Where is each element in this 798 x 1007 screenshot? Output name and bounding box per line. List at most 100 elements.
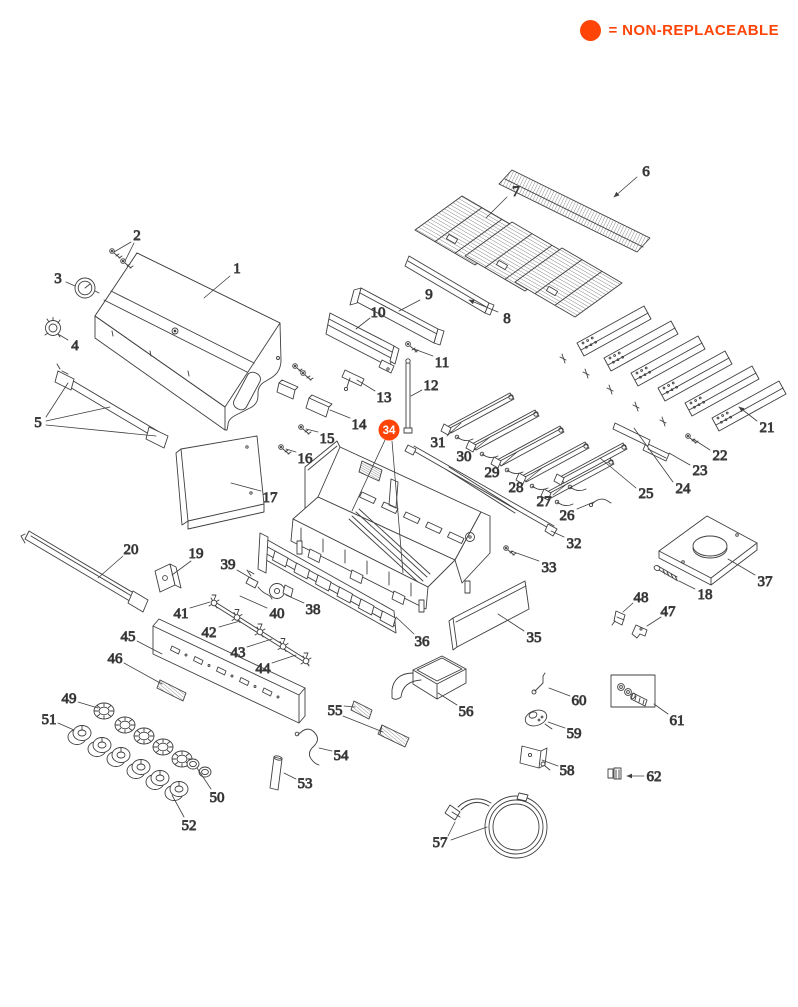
part-label-44: 44 (256, 661, 272, 677)
part-label-19: 19 (189, 546, 204, 562)
part-label-48: 48 (634, 590, 649, 606)
part-58-mounting-plate (520, 746, 550, 770)
highlighted-part-34-badge[interactable]: 34 (352, 419, 403, 574)
part-label-47: 47 (661, 604, 677, 620)
part-label-27: 27 (537, 494, 553, 510)
part-label-23: 23 (693, 463, 708, 479)
part-label-46: 46 (108, 651, 124, 667)
part-60-electrode (532, 673, 545, 694)
part-label-2: 2 (133, 228, 141, 244)
part-label-25: 25 (639, 486, 654, 502)
part-label-8: 8 (503, 311, 511, 327)
part-label-11: 11 (435, 355, 449, 371)
part-label-14: 14 (352, 417, 368, 433)
part-20-front-rail (21, 531, 148, 612)
part-62-hose-fitting (608, 768, 621, 779)
part-label-16: 16 (298, 451, 314, 467)
part-label-28: 28 (509, 480, 524, 496)
part-label-43: 43 (231, 645, 246, 661)
part-8-support-bar (405, 256, 494, 315)
part-9-rear-bracket-bar (350, 288, 444, 345)
part-label-21: 21 (760, 420, 775, 436)
part-label-9: 9 (425, 287, 433, 303)
part-48-clip (612, 611, 625, 625)
part-label-6: 6 (642, 164, 650, 180)
part-49-knob-bezels (94, 703, 192, 767)
part-56-grease-tray (392, 656, 466, 699)
part-label-61: 61 (670, 713, 685, 729)
part-11-screw (406, 342, 418, 352)
part-19-hinge-bracket (155, 564, 181, 592)
part-34-firebox (291, 441, 490, 612)
part-label-22: 22 (713, 448, 728, 464)
part-label-31: 31 (431, 435, 446, 451)
part-label-55: 55 (328, 703, 343, 719)
part-57-gas-hose (445, 793, 547, 858)
part-12-crossover-rod (404, 359, 412, 433)
part-3-temperature-gauge (75, 278, 99, 298)
part-label-36: 36 (415, 634, 431, 650)
part-label-29: 29 (485, 465, 500, 481)
part-label-59: 59 (567, 726, 582, 742)
part-label-18: 18 (698, 587, 713, 603)
gas-valves (209, 595, 311, 666)
part-23-burner-bracket (643, 443, 669, 461)
part-55-mounting-brackets (351, 701, 409, 747)
part-label-60: 60 (572, 693, 587, 709)
part-label-51: 51 (42, 712, 57, 728)
part-label-38: 38 (306, 602, 321, 618)
part-label-24: 24 (676, 481, 692, 497)
part-label-3: 3 (54, 271, 62, 287)
part-50-trim-rings (187, 759, 211, 777)
non-replaceable-dot (580, 20, 602, 41)
part-54-igniter-wire (295, 729, 319, 765)
burner-tubes (441, 393, 627, 506)
part-5-support-rods (55, 364, 168, 448)
part-label-30: 30 (457, 449, 472, 465)
part-label-41: 41 (174, 606, 189, 622)
highlighted-part-number[interactable]: 34 (383, 425, 396, 437)
part-46-logo-plate (157, 680, 186, 701)
part-label-35: 35 (527, 630, 542, 646)
part-label-53: 53 (298, 776, 313, 792)
part-7-cooking-grates (415, 196, 622, 317)
heat-plate-clips (560, 354, 666, 426)
small-screws (110, 249, 698, 555)
part-18-bolt (653, 564, 678, 581)
part-label-42: 42 (202, 625, 217, 641)
part-59-igniter-button (523, 707, 552, 729)
part-1-lid (95, 253, 281, 430)
part-label-33: 33 (542, 560, 557, 576)
part-label-32: 32 (567, 536, 582, 552)
part-label-4: 4 (71, 338, 79, 354)
part-51-control-knobs (68, 726, 188, 801)
part-label-50: 50 (210, 790, 225, 806)
part-47-clip (632, 625, 647, 638)
part-label-37: 37 (758, 574, 774, 590)
part-label-40: 40 (270, 606, 285, 622)
part-label-7: 7 (512, 184, 520, 200)
legend: = NON-REPLACEABLE (580, 20, 779, 41)
part-39-elbow-fitting (246, 570, 258, 588)
part-6-warming-rack (499, 170, 650, 252)
part-37-side-shelf-plate (659, 516, 757, 585)
part-label-49: 49 (62, 691, 77, 707)
part-label-10: 10 (371, 305, 386, 321)
part-10-smoker-box (326, 313, 399, 373)
legend-label: = NON-REPLACEABLE (608, 22, 779, 39)
part-label-20: 20 (124, 542, 139, 558)
part-21-heat-plates (577, 306, 786, 431)
part-label-15: 15 (320, 431, 335, 447)
part-label-58: 58 (560, 763, 575, 779)
part-32-cross-rails (405, 445, 557, 536)
part-label-12: 12 (424, 378, 439, 394)
part-label-56: 56 (459, 704, 475, 720)
part-13-clip-bracket (342, 370, 364, 391)
part-label-57: 57 (433, 835, 449, 851)
part-label-45: 45 (121, 629, 136, 645)
part-53-battery-tube (270, 755, 283, 790)
part-label-39: 39 (221, 557, 236, 573)
part-14-side-blocks (277, 380, 332, 417)
